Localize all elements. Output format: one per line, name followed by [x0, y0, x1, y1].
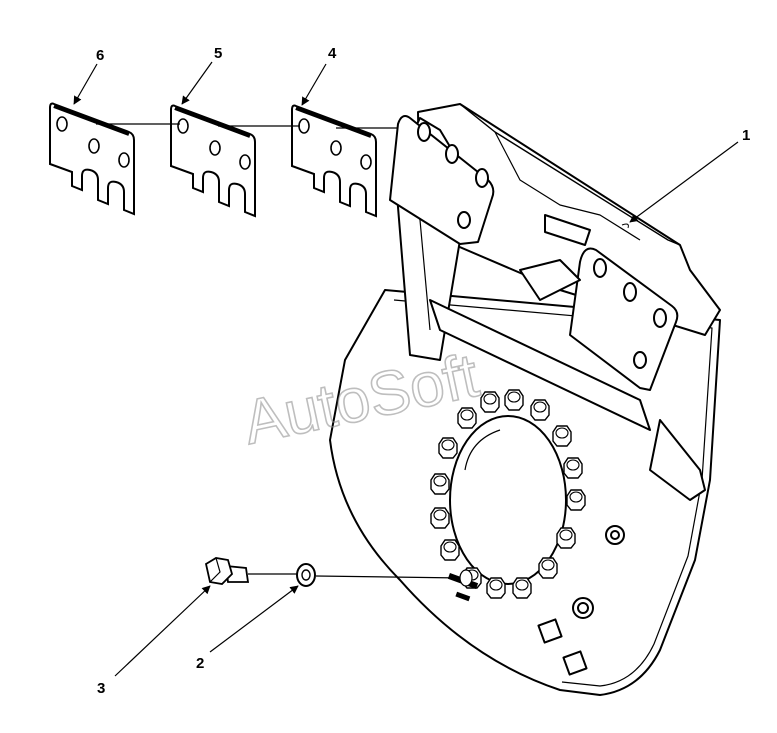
shim-part-4 [290, 103, 378, 218]
callout-3: 3 [97, 680, 105, 697]
bolt-axis-line [248, 569, 473, 587]
alignment-lines [96, 123, 418, 129]
callout-1: 1 [742, 127, 750, 144]
bracket-assembly [329, 103, 721, 696]
leader-lines [73, 61, 739, 677]
callout-5: 5 [214, 45, 222, 62]
bolt-part-3 [204, 557, 250, 585]
callout-labels: 1 2 3 4 5 6 [96, 45, 750, 697]
callout-2: 2 [196, 655, 204, 672]
callout-6: 6 [96, 47, 104, 64]
shim-part-6 [48, 101, 136, 216]
shim-part-5 [169, 103, 257, 218]
washer-part-2 [296, 563, 316, 587]
callout-4: 4 [328, 45, 337, 62]
